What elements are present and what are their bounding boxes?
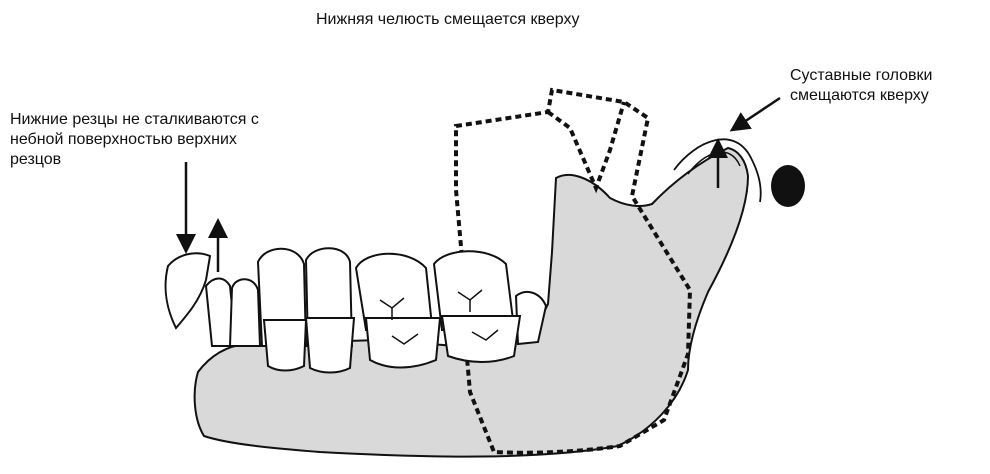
teeth bbox=[230, 248, 546, 372]
original-coronoid-outline bbox=[548, 102, 624, 188]
lower-tooth-2 bbox=[306, 318, 354, 373]
reference-dot bbox=[771, 165, 805, 207]
upper-incisor bbox=[166, 253, 210, 328]
tooth-canine bbox=[230, 279, 260, 346]
lower-tooth-4 bbox=[442, 316, 520, 362]
lower-tooth-1 bbox=[264, 320, 306, 371]
condyle-pointer-arrow bbox=[738, 98, 780, 126]
